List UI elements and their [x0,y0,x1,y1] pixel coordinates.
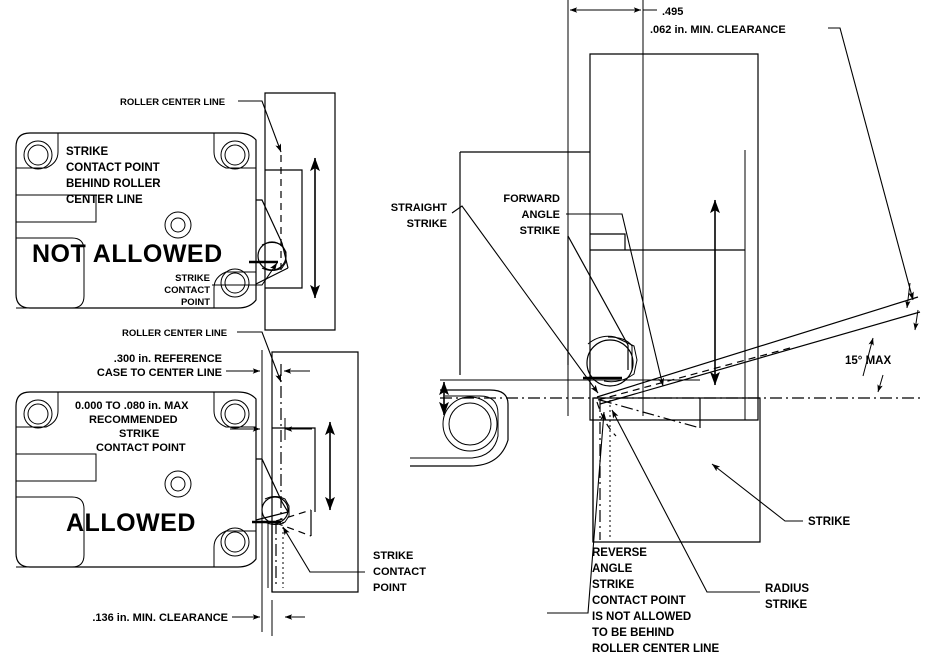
switch-body-top [15,132,257,309]
left-top-view: ROLLER CENTER LINE STRIKE CONTACT POINT … [15,92,336,331]
label-080-2: RECOMMENDED [89,414,178,426]
label-roller-center-line-top: ROLLER CENTER LINE [120,97,225,108]
body-note-top-3: BEHIND ROLLER [66,178,161,190]
label-136-clearance: .136 in. MIN. CLEARANCE [92,612,228,624]
label-reverse-angle-6: TO BE BEHIND [592,627,674,639]
label-straight-strike-2: STRIKE [407,218,447,230]
leader-062-clearance [828,27,914,301]
label-contact-point-top-2: CONTACT [164,285,210,296]
label-contact-point-top-1: STRIKE [175,273,210,284]
label-reverse-angle-1: REVERSE [592,547,647,559]
strike-block-upper [459,53,759,421]
label-080-3: STRIKE [119,428,159,440]
label-080-1: 0.000 TO .080 in. MAX [75,400,189,412]
label-contact-point-bottom-3: POINT [373,582,407,594]
dim-136-clearance: .136 in. MIN. CLEARANCE [92,600,305,636]
label-contact-point-bottom-2: CONTACT [373,566,426,578]
leader-straight-strike [451,205,599,394]
body-note-top-2: CONTACT POINT [66,162,160,174]
leader-contact-point-bottom [282,526,365,573]
right-view: .495 .062 in. MIN. CLEARANCE [391,0,921,655]
label-radius-strike-2: STRIKE [765,599,808,611]
switch-body-right-fragment [410,389,509,467]
leader-forward-angle [566,213,665,387]
verdict-allowed: ALLOWED [66,509,196,537]
strike-plate-top [264,92,336,331]
strike-plate-bottom [267,351,359,593]
label-forward-angle-3: STRIKE [520,225,560,237]
label-reverse-angle-4: CONTACT POINT [592,595,686,607]
label-reverse-angle-2: ANGLE [592,563,633,575]
leader-contact-point-top [212,262,278,286]
label-reverse-angle-7: ROLLER CENTER LINE [592,643,719,655]
dim-495: .495 [569,6,683,18]
body-note-top-1: STRIKE [66,146,109,158]
label-reverse-angle-5: IS NOT ALLOWED [592,611,691,623]
actuator-arm-right [567,235,638,387]
label-straight-strike-1: STRAIGHT [391,202,448,214]
label-300-ref-1: .300 in. REFERENCE [114,353,222,365]
leader-strike-callout [711,463,803,522]
actuator-arm-bottom [252,458,290,525]
body-note-top-4: CENTER LINE [66,194,143,206]
strike-block-lower [592,397,761,543]
dim-15-degree-max: 15° MAX [845,282,919,393]
label-062-clearance: .062 in. MIN. CLEARANCE [650,24,786,36]
leader-radius-strike [611,409,760,593]
label-forward-angle-1: FORWARD [503,193,560,205]
dim-080-recommended: 0.000 TO .080 in. MAX RECOMMENDED STRIKE… [75,400,312,454]
actuator-arm-top [249,199,289,285]
label-495: .495 [662,6,683,18]
dim-300-reference: .300 in. REFERENCE CASE TO CENTER LINE [97,353,310,379]
label-080-4: CONTACT POINT [96,442,186,454]
label-contact-point-bottom-1: STRIKE [373,550,413,562]
label-reverse-angle-3: STRIKE [592,579,635,591]
label-15-degree-max: 15° MAX [845,355,891,367]
leader-roller-center-line-top [238,100,282,153]
label-300-ref-2: CASE TO CENTER LINE [97,367,222,379]
label-contact-point-top-3: POINT [181,297,210,308]
switch-body-bottom [15,391,257,568]
verdict-not-allowed: NOT ALLOWED [32,240,223,268]
leader-reverse-angle [547,411,607,614]
left-bottom-view: .300 in. REFERENCE CASE TO CENTER LINE 0… [15,328,426,636]
label-radius-strike-1: RADIUS [765,583,809,595]
label-strike-callout: STRIKE [808,516,851,528]
label-forward-angle-2: ANGLE [522,209,561,221]
leader-roller-center-line-bottom [237,331,282,383]
label-roller-center-line-bottom: ROLLER CENTER LINE [122,328,227,339]
